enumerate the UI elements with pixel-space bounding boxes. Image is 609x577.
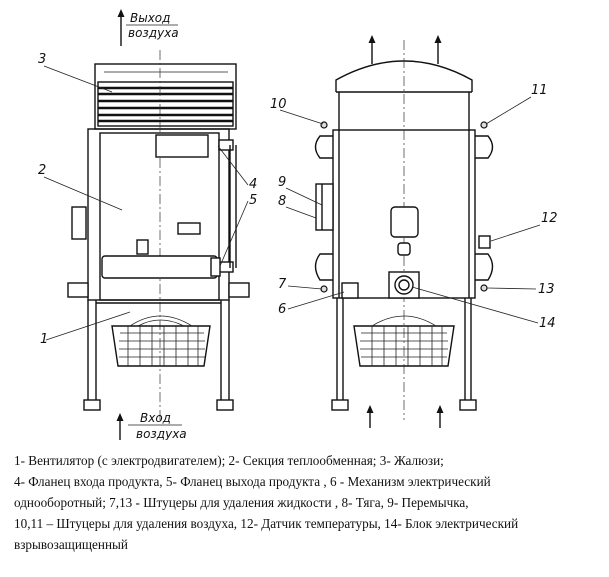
front-view: Выход воздуха: [38, 9, 257, 440]
right-pipes: [475, 121, 494, 292]
legend-line-1: 1- Вентилятор (с электродвигателем); 2- …: [14, 453, 444, 468]
legend-line-4: 10,11 – Штуцеры для удаления воздуха, 12…: [14, 516, 519, 531]
legend: 1- Вентилятор (с электродвигателем); 2- …: [14, 450, 599, 555]
legend-line-2: 4- Фланец входа продукта, 5- Фланец выхо…: [14, 474, 491, 489]
callout-6: 6: [278, 302, 286, 317]
legend-line-5: взрывозащищенный: [14, 537, 128, 552]
callout-10: 10: [270, 97, 287, 112]
side-fan-unit: [353, 315, 455, 367]
callout-3: 3: [38, 52, 46, 67]
side-view: 10 11 9 8 12 7 6 13 14: [270, 35, 558, 428]
air-outlet-arrow: [117, 9, 125, 46]
air-outlet-label-1: Выход: [130, 11, 170, 25]
callout-5: 5: [249, 193, 257, 208]
callout-8: 8: [278, 194, 286, 209]
callout-4: 4: [249, 177, 257, 192]
air-inlet-label-2: воздуха: [136, 427, 187, 440]
callout-11: 11: [531, 83, 548, 98]
legend-line-3: однооборотный; 7,13 - Штуцеры для удален…: [14, 495, 469, 510]
callout-13: 13: [538, 282, 555, 297]
support-frame: [83, 300, 234, 411]
callout-14: 14: [539, 316, 556, 331]
callout-7: 7: [278, 277, 287, 292]
air-inlet-label-1: Вход: [140, 411, 171, 425]
callout-12: 12: [541, 211, 558, 226]
air-outlet-label-2: воздуха: [128, 26, 179, 40]
callout-9: 9: [278, 175, 286, 190]
fan-unit: [111, 315, 211, 367]
technical-drawing: Выход воздуха: [38, 9, 558, 440]
callout-2: 2: [38, 163, 46, 178]
electric-block: [388, 271, 420, 299]
heat-exchanger-section: [67, 50, 250, 420]
callout-1: 1: [40, 332, 48, 347]
louvre-section: [94, 63, 237, 130]
left-pipes: [314, 121, 334, 293]
air-inlet-arrow: [116, 413, 124, 440]
